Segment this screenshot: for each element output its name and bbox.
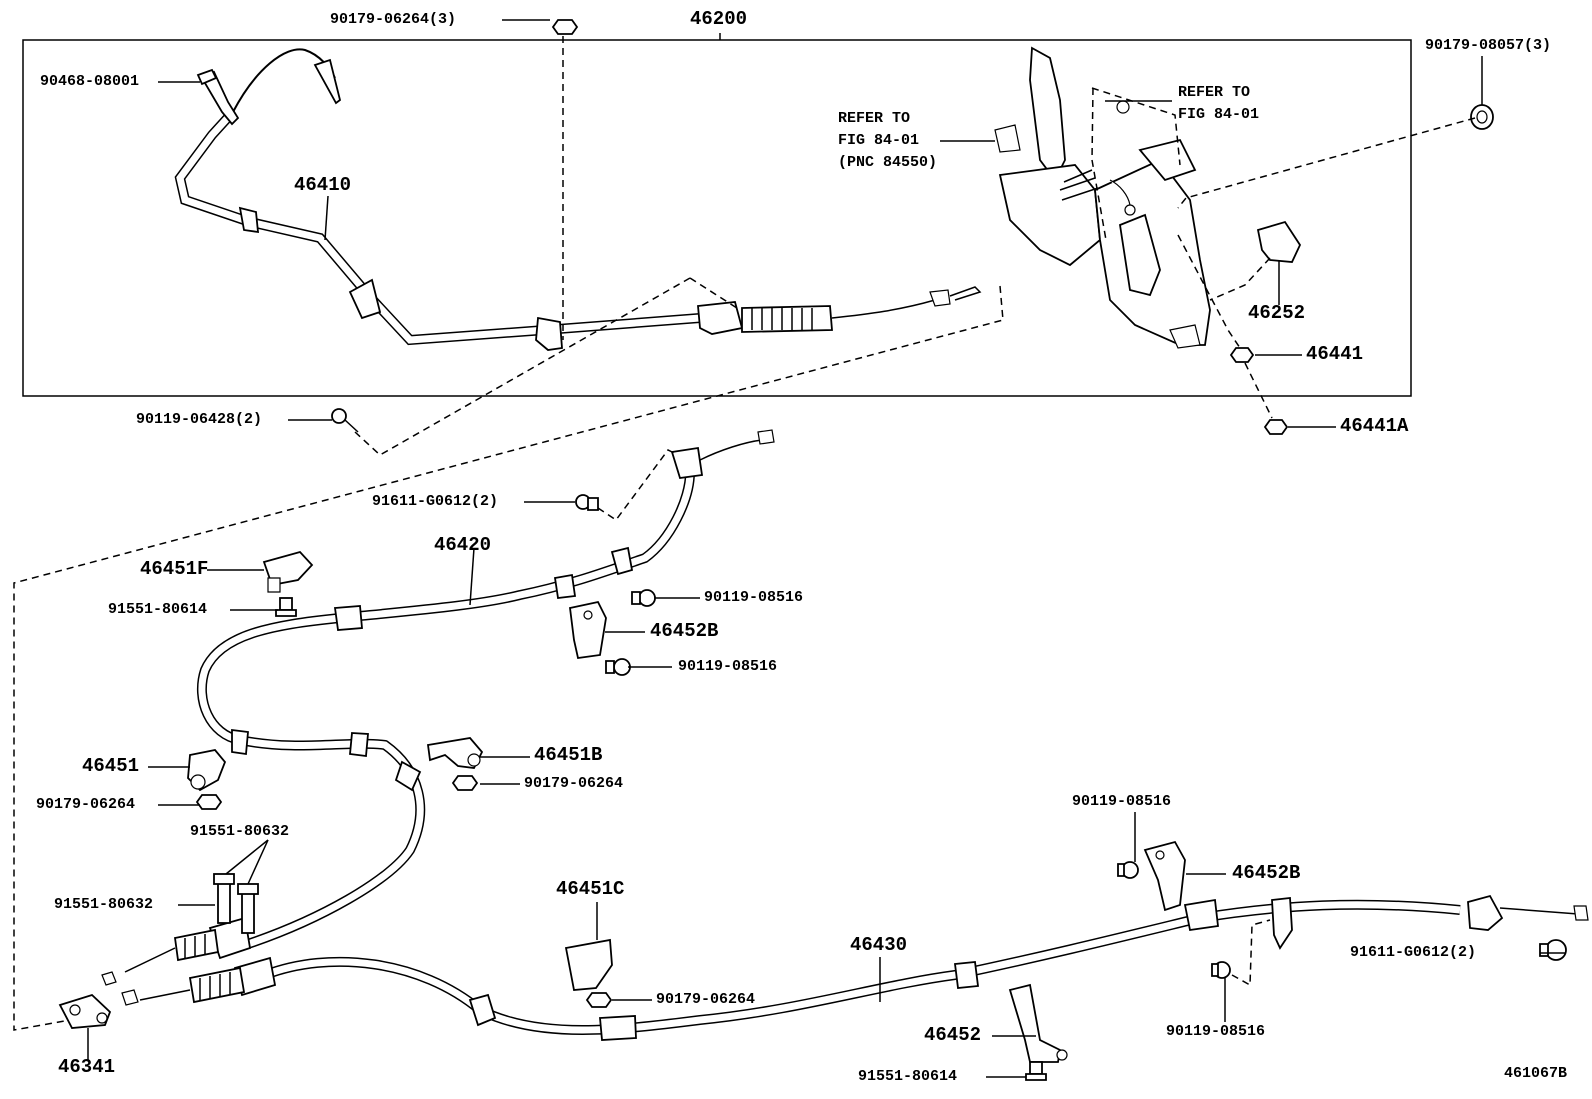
label-90179-06264-c: 90179-06264	[656, 991, 756, 1008]
nut-90179-06264-a	[195, 794, 223, 810]
label-46252: 46252	[1248, 302, 1306, 324]
bolt-90468-08001	[196, 68, 218, 86]
cable-46410	[174, 48, 982, 351]
label-46451B: 46451B	[534, 744, 603, 766]
nut-46441	[1229, 347, 1255, 363]
clamp-46451F	[262, 550, 314, 593]
cable-46430	[121, 894, 1589, 1041]
bolt-91551-80614-bottom	[1025, 1061, 1047, 1081]
cable-46420	[101, 429, 775, 986]
label-90119-08516-a: 90119-08516	[704, 589, 804, 606]
figure-id: 461067B	[1504, 1065, 1568, 1082]
label-90179-06264-a: 90179-06264	[36, 796, 136, 813]
leader-lines	[87, 19, 1566, 1078]
label-46451F: 46451F	[140, 558, 209, 580]
label-91611-G0612-2-right: 91611-G0612(2)	[1350, 944, 1477, 961]
label-46451: 46451	[82, 755, 140, 777]
bolt-90119-08516-b	[605, 658, 631, 676]
label-90119-08516-b: 90119-08516	[678, 658, 778, 675]
label-91551-80632-b: 91551-80632	[54, 896, 154, 913]
label-90179-08057-3: 90179-08057(3)	[1425, 37, 1552, 54]
label-90119-08516-d: 90119-08516	[1166, 1023, 1266, 1040]
bolt-90119-06428	[331, 408, 359, 433]
label-46452B-top: 46452B	[650, 620, 719, 642]
label-46441A: 46441A	[1340, 415, 1409, 437]
bolt-90119-08516-d	[1211, 961, 1231, 979]
label-refer-fig-84-01-pnc: REFER TO FIG 84-01 (PNC 84550)	[838, 110, 938, 171]
label-46420: 46420	[434, 534, 492, 556]
label-90179-06264-3: 90179-06264(3)	[330, 11, 457, 28]
bolt-90119-08516-a	[631, 589, 656, 607]
label-91551-80632-a: 91551-80632	[190, 823, 290, 840]
nut-90179-06264-c	[585, 992, 613, 1008]
bracket-46452	[1008, 983, 1068, 1063]
bolt-91611-G0612-right	[1539, 939, 1567, 961]
label-46200: 46200	[690, 8, 748, 30]
label-46452B-right: 46452B	[1232, 862, 1301, 884]
bolt-91611-G0612-top	[575, 494, 599, 511]
label-46341: 46341	[58, 1056, 116, 1078]
label-90119-06428-2: 90119-06428(2)	[136, 411, 263, 428]
label-46451C: 46451C	[556, 878, 625, 900]
label-46410: 46410	[294, 174, 352, 196]
bolt-91551-80632-a	[213, 873, 235, 924]
clamp-46451	[187, 749, 227, 792]
bolt-90119-08516-c	[1117, 861, 1139, 879]
label-90119-08516-c: 90119-08516	[1072, 793, 1172, 810]
nut-90179-06264-b	[451, 775, 479, 791]
label-46452: 46452	[924, 1024, 982, 1046]
label-91551-80614-bottom: 91551-80614	[858, 1068, 958, 1085]
nut-46441A	[1263, 419, 1289, 435]
clamp-46451C	[564, 938, 613, 991]
label-90179-06264-b: 90179-06264	[524, 775, 624, 792]
bracket-46341	[58, 993, 112, 1029]
bracket-46452B-right	[1143, 840, 1186, 912]
label-refer-fig-84-01-right: REFER TO FIG 84-01	[1178, 84, 1260, 123]
bracket-46452B-top	[569, 600, 607, 660]
label-46441: 46441	[1306, 343, 1364, 365]
parking-brake-lever-assembly	[994, 46, 1211, 349]
bolt-91551-80614-top	[275, 597, 297, 617]
label-91611-G0612-2-top: 91611-G0612(2)	[372, 493, 499, 510]
clamp-46451B	[426, 737, 484, 769]
nut-90179-08057	[1470, 104, 1494, 130]
part-46252-bracket	[1256, 220, 1302, 263]
label-90468-08001: 90468-08001	[40, 73, 140, 90]
nut-90179-06264-top	[551, 19, 579, 35]
bolt-91551-80632-b	[237, 883, 259, 934]
label-91551-80614-top: 91551-80614	[108, 601, 208, 618]
label-46430: 46430	[850, 934, 908, 956]
